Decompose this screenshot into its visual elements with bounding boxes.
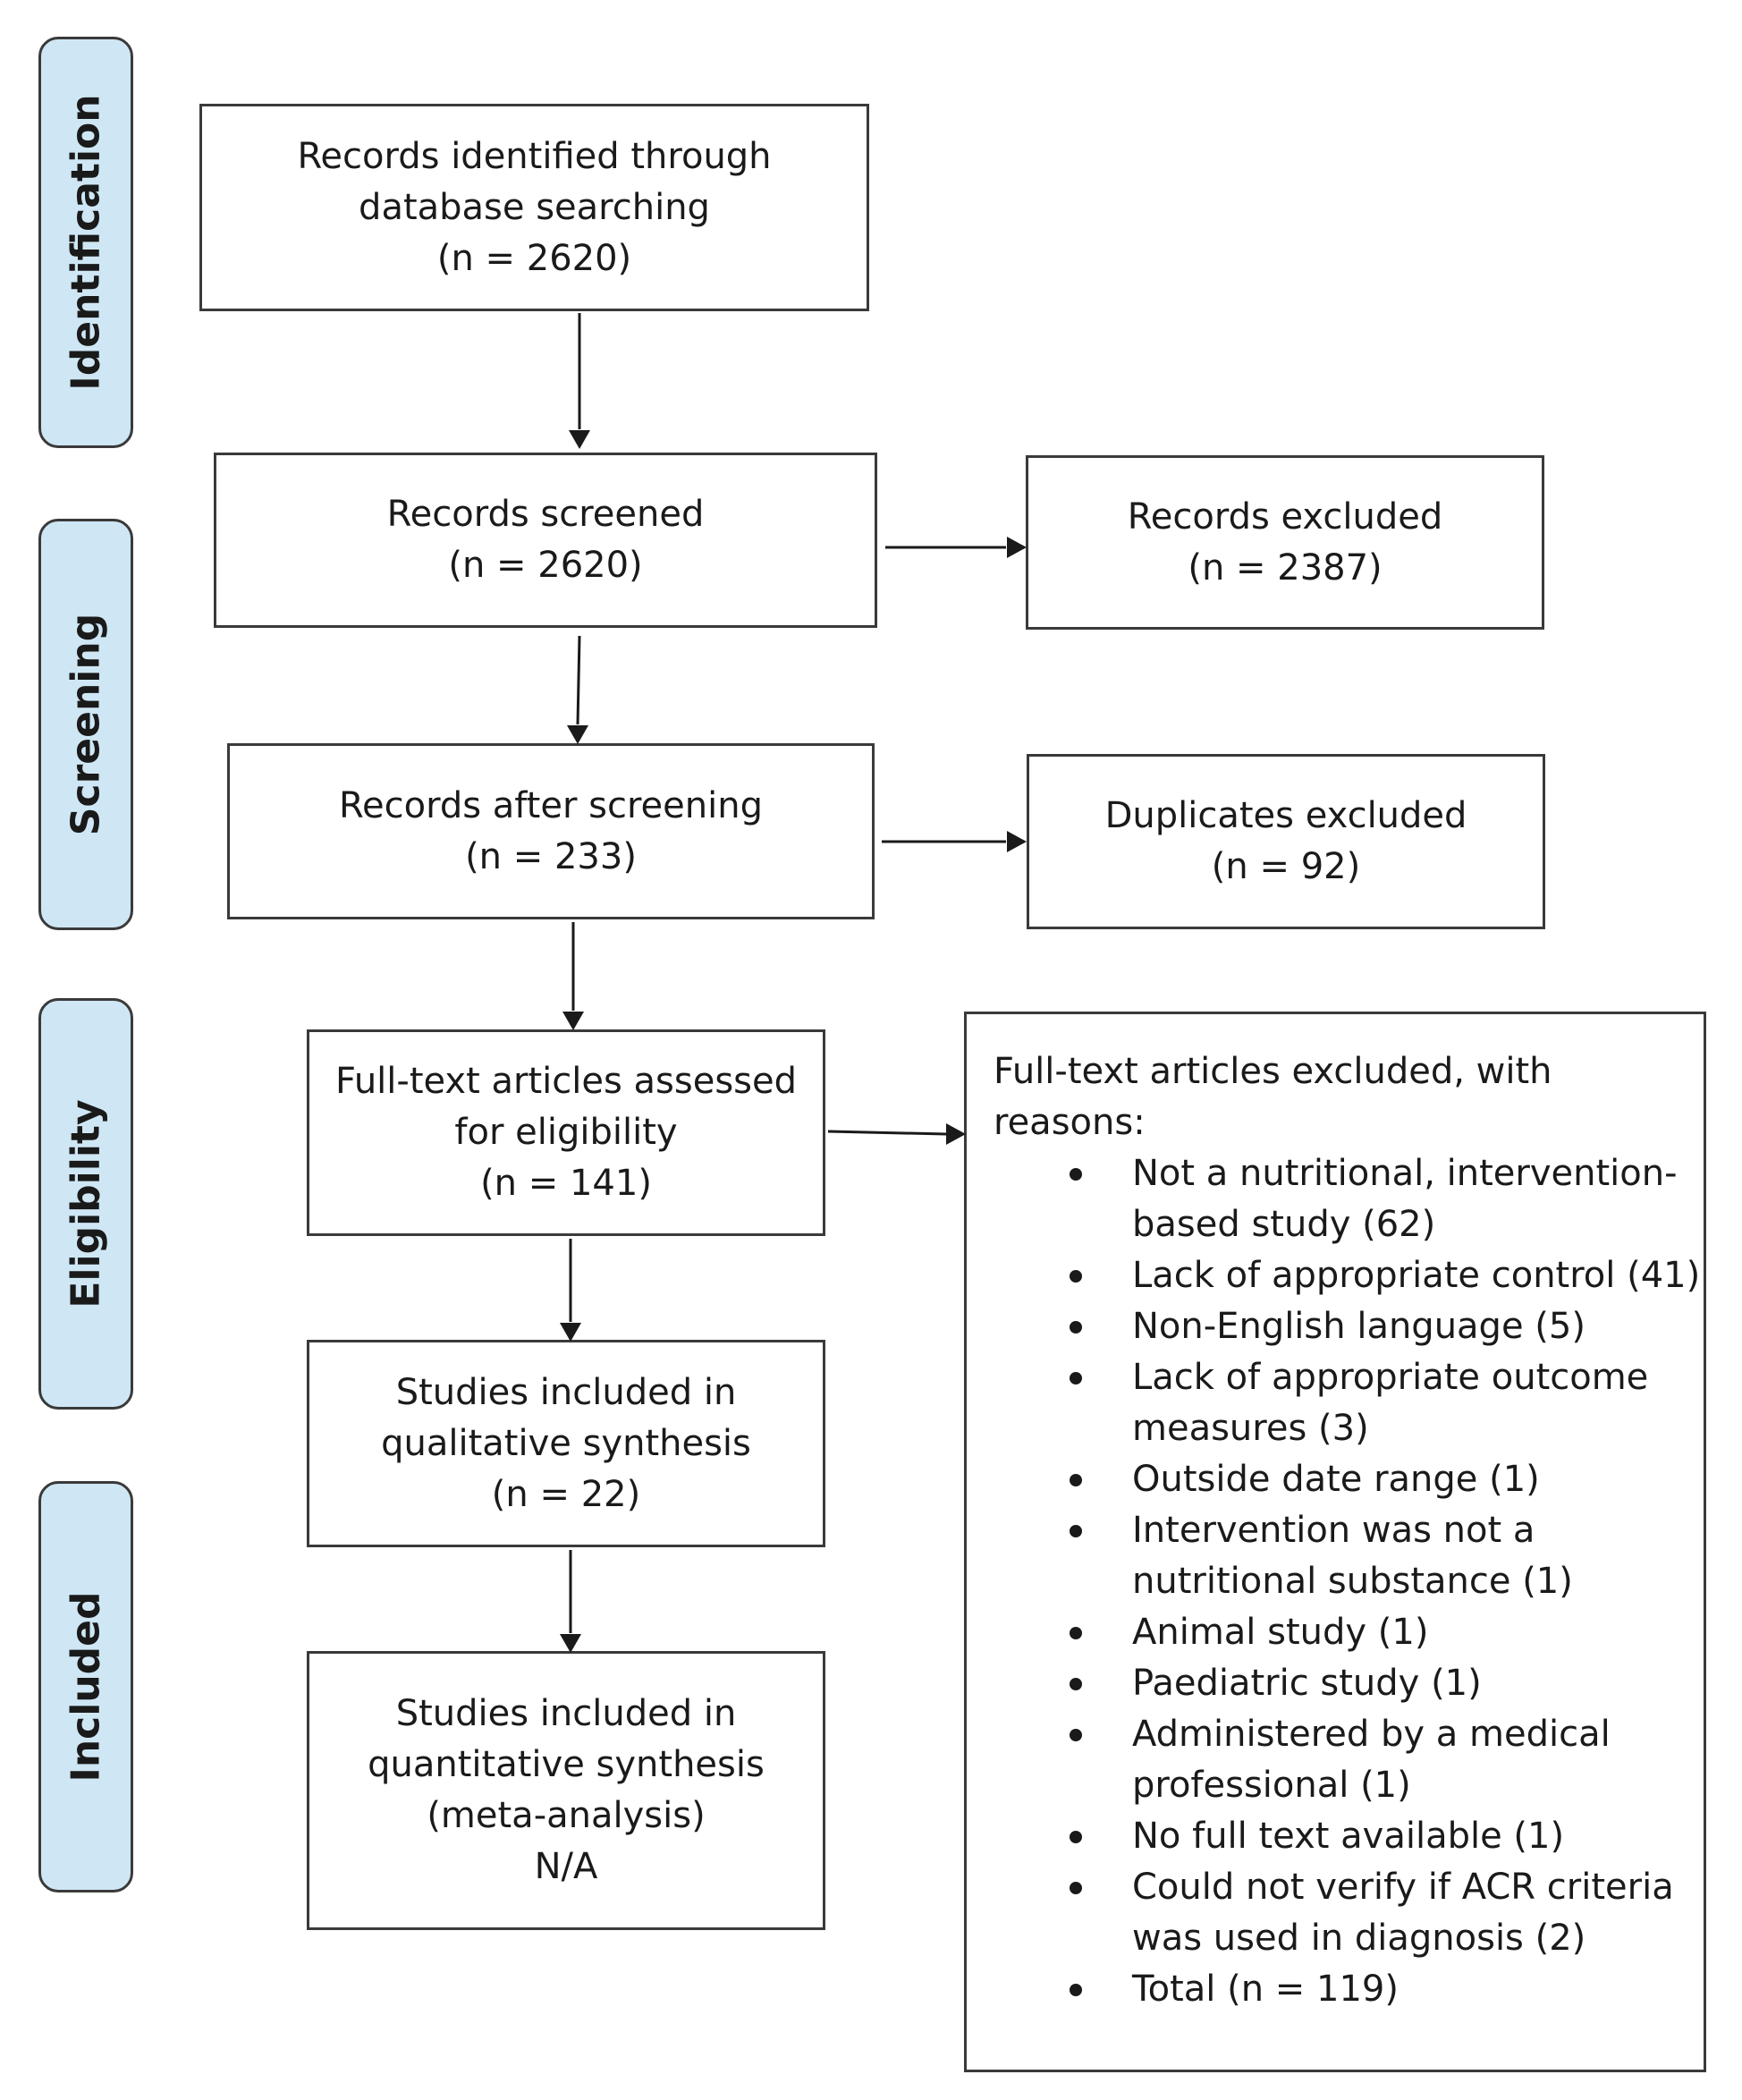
reason-item: Lack of appropriate outcome measures (3) (994, 1352, 1704, 1454)
reason-item: Outside date range (1) (994, 1454, 1704, 1505)
reason-text: Intervention was not a (1132, 1510, 1535, 1551)
box-duplicates-excluded-line-1: Duplicates excluded (1104, 795, 1467, 836)
arrowhead-icon (1007, 537, 1027, 558)
stage-screening: Screening (38, 519, 133, 930)
reason-text: Administered by a medical (1132, 1714, 1611, 1755)
reason-text: Non-English language (5) (1132, 1306, 1586, 1347)
reason-text: Lack of appropriate control (41) (1132, 1255, 1701, 1296)
box-qualitative-synthesis: Studies included in qualitative synthesi… (307, 1340, 825, 1547)
box-records-after-screening: Records after screening (n = 233) (227, 743, 875, 919)
box-qualitative-synthesis-line-2: qualitative synthesis (381, 1422, 751, 1464)
box-records-screened-line-2: (n = 2620) (448, 545, 643, 586)
reason-text: Lack of appropriate outcome (1132, 1357, 1649, 1398)
reason-text: was used in diagnosis (2) (1132, 1918, 1586, 1959)
reason-item: No full text available (1) (994, 1811, 1704, 1862)
arrowhead-icon (569, 430, 590, 449)
box-quantitative-synthesis-line-2: quantitative synthesis (368, 1744, 765, 1785)
bullet-icon (1070, 1372, 1082, 1384)
box-duplicates-excluded: Duplicates excluded (n = 92) (1027, 754, 1545, 929)
reason-text: Paediatric study (1) (1132, 1663, 1482, 1704)
reason-item: Administered by a medical professional (… (994, 1709, 1704, 1811)
arrowhead-icon (560, 1323, 581, 1342)
bullet-icon (1070, 1831, 1082, 1843)
box-records-screened: Records screened (n = 2620) (214, 453, 877, 628)
bullet-icon (1070, 1270, 1082, 1283)
box-records-after-screening-line-1: Records after screening (339, 784, 763, 826)
bullet-icon (1070, 1525, 1082, 1537)
bullet-icon (1070, 1984, 1082, 1996)
bullet-icon (1070, 1474, 1082, 1486)
reason-text: Animal study (1) (1132, 1612, 1429, 1653)
box-quantitative-synthesis-line-4: N/A (534, 1846, 598, 1887)
stage-eligibility: Eligibility (38, 998, 133, 1410)
box-full-text-assessed-line-1: Full-text articles assessed (335, 1061, 797, 1102)
reason-text: Not a nutritional, intervention- (1132, 1153, 1678, 1194)
reason-text: Total (n = 119) (1132, 1969, 1399, 2010)
bullet-icon (1070, 1627, 1082, 1639)
reason-item: Paediatric study (1) (994, 1658, 1704, 1709)
box-full-text-excluded-reasons: Full-text articles excluded, with reason… (964, 1012, 1706, 2072)
bullet-icon (1070, 1321, 1082, 1334)
box-quantitative-synthesis-line-1: Studies included in (395, 1693, 737, 1734)
box-quantitative-synthesis: Studies included in quantitative synthes… (307, 1651, 825, 1930)
box-qualitative-synthesis-line-3: (n = 22) (491, 1473, 641, 1515)
stage-included: Included (38, 1481, 133, 1893)
box-full-text-assessed: Full-text articles assessed for eligibil… (307, 1029, 825, 1236)
box-records-identified-line-2: database searching (359, 186, 710, 228)
reasons-heading-line-1: Full-text articles excluded, with (994, 1051, 1552, 1092)
reason-text: Outside date range (1) (1132, 1459, 1540, 1500)
reason-text: measures (3) (1132, 1408, 1369, 1449)
arrow-full-text-to-reasons (827, 1130, 947, 1136)
bullet-icon (1070, 1678, 1082, 1690)
reason-text: based study (62) (1132, 1204, 1436, 1245)
reason-item: Intervention was not a nutritional subst… (994, 1505, 1704, 1607)
box-qualitative-synthesis-line-1: Studies included in (395, 1371, 737, 1413)
reason-text: No full text available (1) (1132, 1816, 1565, 1857)
box-records-identified-line-1: Records identified through (297, 135, 772, 177)
reason-item: Animal study (1) (994, 1607, 1704, 1658)
box-records-excluded-line-1: Records excluded (1127, 495, 1443, 538)
reasons-list: Not a nutritional, intervention- based s… (994, 1148, 1704, 2015)
reason-item: Non-English language (5) (994, 1301, 1704, 1352)
reason-text: professional (1) (1132, 1765, 1411, 1806)
reason-text: Could not verify if ACR criteria (1132, 1867, 1674, 1908)
box-records-identified: Records identified through database sear… (199, 104, 869, 311)
box-full-text-assessed-line-3: (n = 141) (480, 1163, 652, 1204)
box-records-screened-line-1: Records screened (386, 494, 705, 535)
reasons-heading-line-2: reasons: (994, 1102, 1146, 1143)
box-records-excluded: Records excluded (n = 2387) (1026, 455, 1544, 630)
box-records-excluded-line-2: (n = 2387) (1188, 546, 1383, 589)
arrowhead-icon (567, 725, 588, 744)
arrow-screened-to-after-screening (576, 635, 581, 725)
box-full-text-assessed-line-2: for eligibility (454, 1112, 678, 1153)
arrowhead-icon (560, 1634, 581, 1653)
arrowhead-icon (1007, 831, 1027, 852)
bullet-icon (1070, 1729, 1082, 1741)
reason-item: Lack of appropriate control (41) (994, 1250, 1704, 1301)
bullet-icon (1070, 1168, 1082, 1181)
box-records-after-screening-line-2: (n = 233) (465, 835, 637, 877)
box-quantitative-synthesis-line-3: (meta-analysis) (427, 1795, 706, 1836)
arrowhead-icon (946, 1123, 966, 1145)
bullet-icon (1070, 1882, 1082, 1894)
reason-item: Total (n = 119) (994, 1964, 1704, 2015)
arrowhead-icon (562, 1012, 584, 1030)
box-records-identified-line-3: (n = 2620) (436, 237, 632, 279)
reason-text: nutritional substance (1) (1132, 1561, 1573, 1602)
box-duplicates-excluded-line-2: (n = 92) (1211, 846, 1361, 887)
reason-item: Could not verify if ACR criteria was use… (994, 1862, 1704, 1964)
reason-item: Not a nutritional, intervention- based s… (994, 1148, 1704, 1250)
stage-identification: Identification (38, 37, 133, 448)
